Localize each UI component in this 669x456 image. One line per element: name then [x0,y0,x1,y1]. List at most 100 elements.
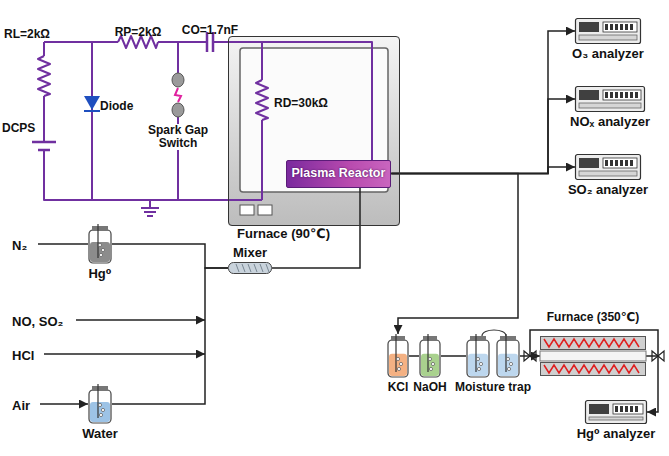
spark-gap-electrode [172,73,184,87]
caption-text: Furnace (90℃) [237,227,330,241]
caption-slot: Hg⁰ [88,267,111,281]
bubble [99,253,102,256]
analyzer-icon: O₃ analyzer [575,18,641,44]
resistor-label: RD=30kΩ [274,97,328,110]
bottle-icon [88,224,112,264]
label-slot: Air [12,396,30,414]
caption-text: NOₓ analyzer [570,115,650,129]
switch-label: Spark Gap Switch [143,124,213,150]
analyzer-key [635,406,638,412]
caption-text: Furnace (350℃) [547,311,640,324]
bottle-glass [89,390,111,423]
bottle-glass [89,230,111,263]
mixer-element [260,264,263,272]
analyzer-display [589,404,609,414]
analyzer-key [610,160,613,166]
caption-slot: Water [82,427,118,441]
analyzer-panel [603,158,637,168]
diode-label: Diode [100,100,133,113]
caption-text: Mixer [233,246,267,260]
analyzer-icon: SO₂ analyzer [575,154,641,180]
caption-text: Moisture trap [455,381,531,394]
analyzer-key [625,406,628,412]
analyzer-icon [575,18,641,44]
bottle-liquid [90,402,110,422]
analyzer-display [579,90,599,100]
bubble [429,367,432,370]
bottle-stopper [92,386,108,391]
bubble [396,357,399,360]
pipe-connector [441,355,466,357]
analyzer-case [586,401,647,424]
tube-icon [540,336,646,376]
mixer-icon [228,262,272,274]
wire [261,42,263,80]
pipe-connector [646,356,658,412]
analyzer-display [579,22,599,32]
connecting-tube [482,330,506,336]
analyzer-strip [589,417,643,420]
analyzer-key [615,92,618,98]
label-slot: N₂ [12,236,27,254]
moisture-trap: Moisture trap [466,334,520,378]
bottle-stopper [423,336,437,341]
caption-slot: Moisture trap [455,381,531,394]
label-slot: NO, SO₂ [12,312,63,330]
caption-slot: Mixer [233,246,267,260]
gas-inlet-arrow [44,353,205,355]
bottle-liquid [421,354,439,376]
wire [261,120,263,200]
analyzer-icon: NOₓ analyzer [575,86,645,112]
analyzer-key [610,24,613,30]
label-slot: RP=2kΩ [115,22,162,40]
analyzer-panel [603,90,641,100]
power-supply-label: DCPS [2,122,35,135]
bottles2-icon [466,334,520,378]
bubble [476,357,479,360]
pipe-connector [391,167,575,174]
analyzer-key [615,406,618,412]
mixer: Mixer [228,262,272,274]
wire [44,150,262,200]
furnace-body [228,36,400,226]
bottle-liquid [498,354,518,376]
wire [43,96,45,142]
analyzer-icon: Hg⁰ analyzer [585,400,647,424]
pipe-connector [409,355,419,357]
label-slot: Spark Gap Switch [143,124,213,151]
caption-slot: O₃ analyzer [572,47,644,61]
bubble [428,357,431,360]
caption-slot: Furnace (90℃) [237,227,330,241]
analyzer-key [635,92,638,98]
dip-tube [97,224,98,258]
analyzer-display [579,158,599,168]
analyzer-key [610,92,613,98]
bottle-liquid [468,354,488,376]
pipe-connector [391,174,518,335]
reactor-box: Plasma Reactor [286,160,392,188]
caption-slot: Hg⁰ analyzer [577,427,656,441]
gas-inlet-arrow [40,403,88,405]
resistor-label: RP=2kΩ [115,26,162,39]
wire [213,42,372,160]
caption-text: Water [82,427,118,441]
gas-inlet-arrow [76,319,205,321]
analyzer-key [605,160,608,166]
analyzer-key [625,160,628,166]
wire [177,42,179,200]
mixer-element [266,264,269,272]
bottle-stopper [500,336,516,341]
caption-text: SO₂ analyzer [568,183,648,197]
analyzer-strip [579,103,641,108]
battery-symbol [32,142,56,150]
analyzer-key [630,24,633,30]
dip-tube [475,334,476,372]
bubble [509,362,512,365]
bottle-liquid [389,354,407,376]
bottle-liquid [90,242,110,262]
bottle-glass [467,340,489,377]
bubble [399,362,402,365]
mixer-element [236,264,239,272]
bubble [98,243,101,246]
